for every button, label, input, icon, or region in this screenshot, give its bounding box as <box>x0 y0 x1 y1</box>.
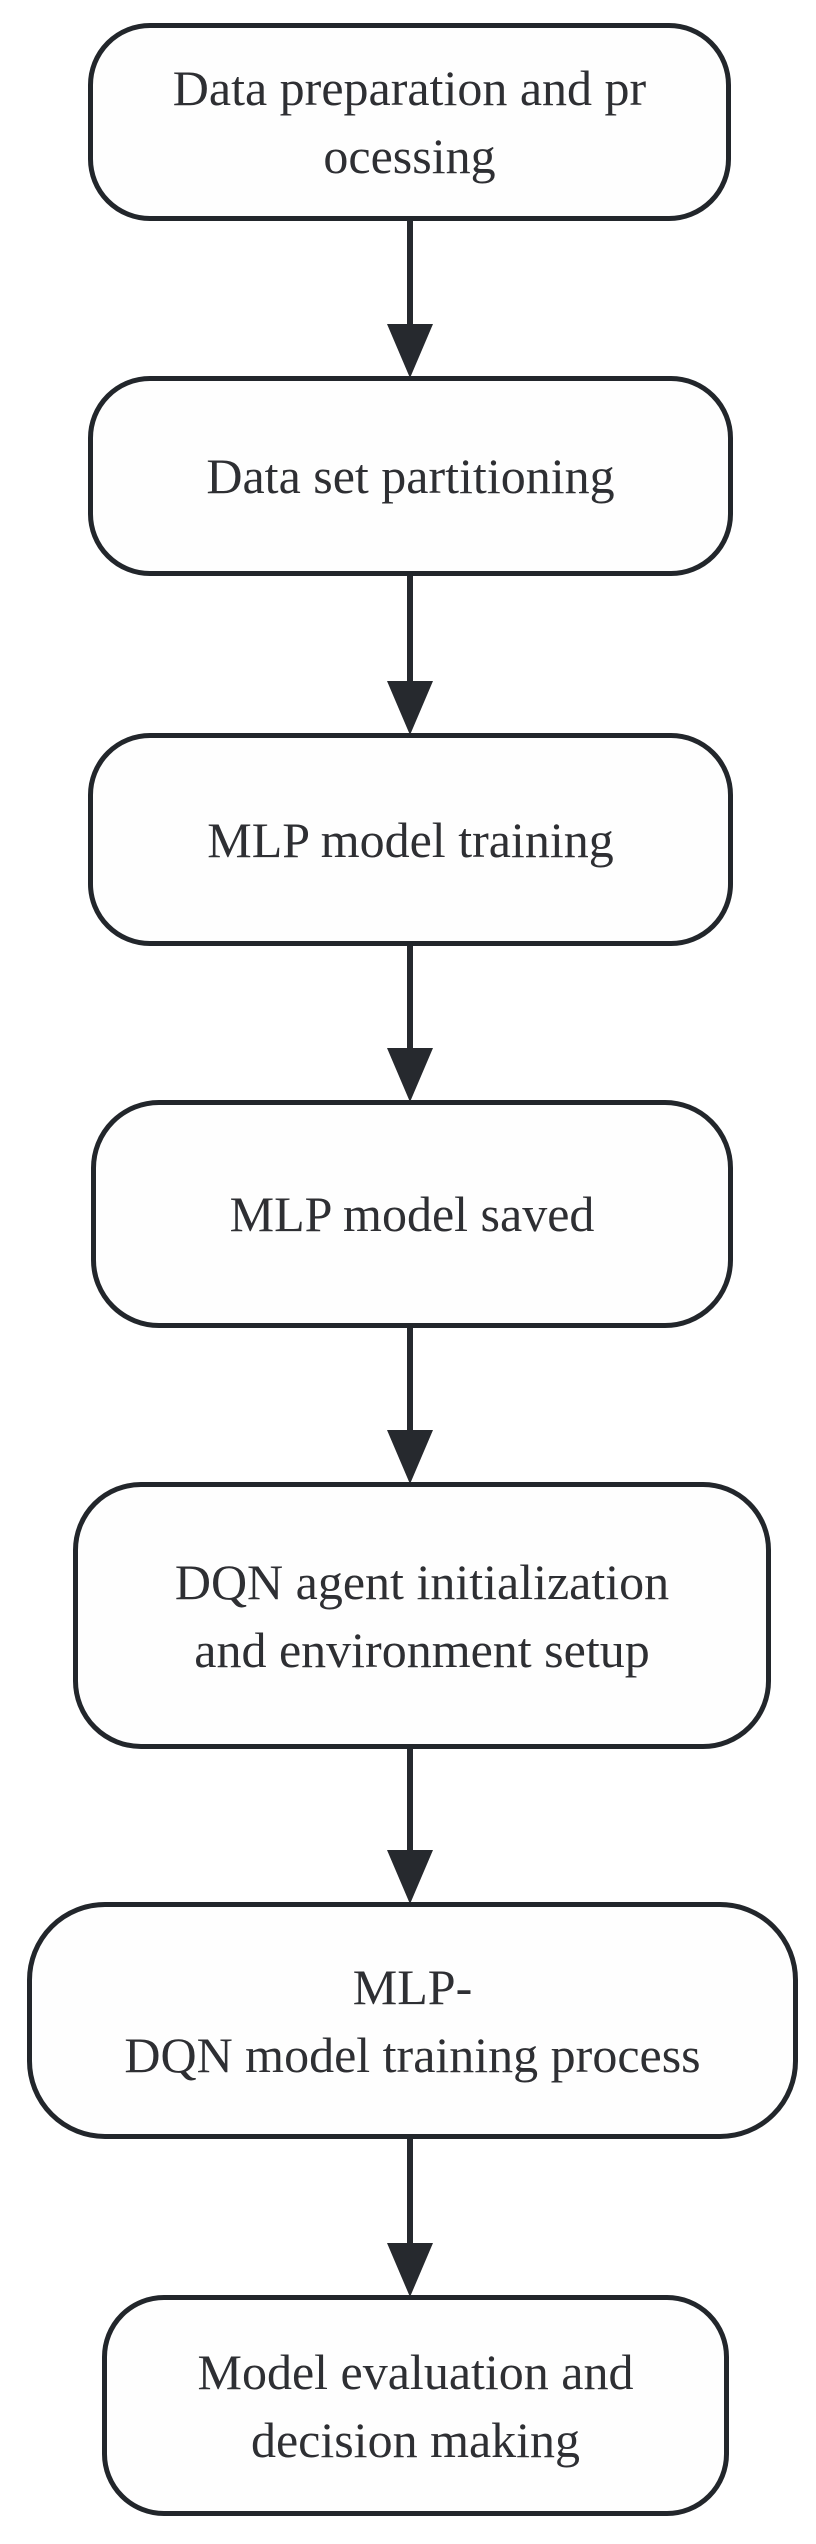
flow-node-dqn-agent-initialization-and-environment-setup: DQN agent initialization and environment… <box>73 1482 771 1749</box>
flow-arrow-5 <box>387 1749 433 1904</box>
flow-arrow-1 <box>387 220 433 378</box>
flow-node-model-evaluation-and-decision-making: Model evaluation and decision making <box>102 2295 729 2516</box>
node-label: MLP model training <box>207 811 614 868</box>
node-label: MLP model saved <box>229 1186 595 1242</box>
flow-arrow-2 <box>387 576 433 735</box>
arrow-shaft <box>407 2139 413 2249</box>
node-label: Data set partitioning <box>206 448 615 504</box>
flow-arrow-3 <box>387 946 433 1102</box>
flow-node-mlp-model-saved: MLP model saved <box>91 1100 733 1328</box>
flow-node-mlp-model-training: MLP model training <box>88 733 733 946</box>
arrow-head-icon <box>387 324 433 378</box>
arrow-shaft <box>407 946 413 1054</box>
arrow-shaft <box>407 220 413 330</box>
arrow-head-icon <box>387 1048 433 1102</box>
arrow-shaft <box>407 1749 413 1856</box>
flow-node-mlp-dqn-model-training-process: MLP- DQN model training process <box>27 1902 798 2139</box>
flow-arrow-6 <box>387 2139 433 2297</box>
arrow-head-icon <box>387 1430 433 1484</box>
arrow-head-icon <box>387 681 433 735</box>
arrow-head-icon <box>387 2243 433 2297</box>
flow-arrow-4 <box>387 1328 433 1484</box>
flow-node-data-preparation-and-processing: Data preparation and pr ocessing <box>88 23 731 221</box>
node-label: DQN agent initialization and environment… <box>174 1553 670 1678</box>
node-label: MLP- DQN model training process <box>124 1958 701 2083</box>
arrow-shaft <box>407 576 413 687</box>
arrow-head-icon <box>387 1850 433 1904</box>
node-label: Model evaluation and decision making <box>197 2343 634 2468</box>
flow-node-data-set-partitioning: Data set partitioning <box>88 376 733 576</box>
arrow-shaft <box>407 1328 413 1436</box>
node-label: Data preparation and pr ocessing <box>172 60 647 184</box>
